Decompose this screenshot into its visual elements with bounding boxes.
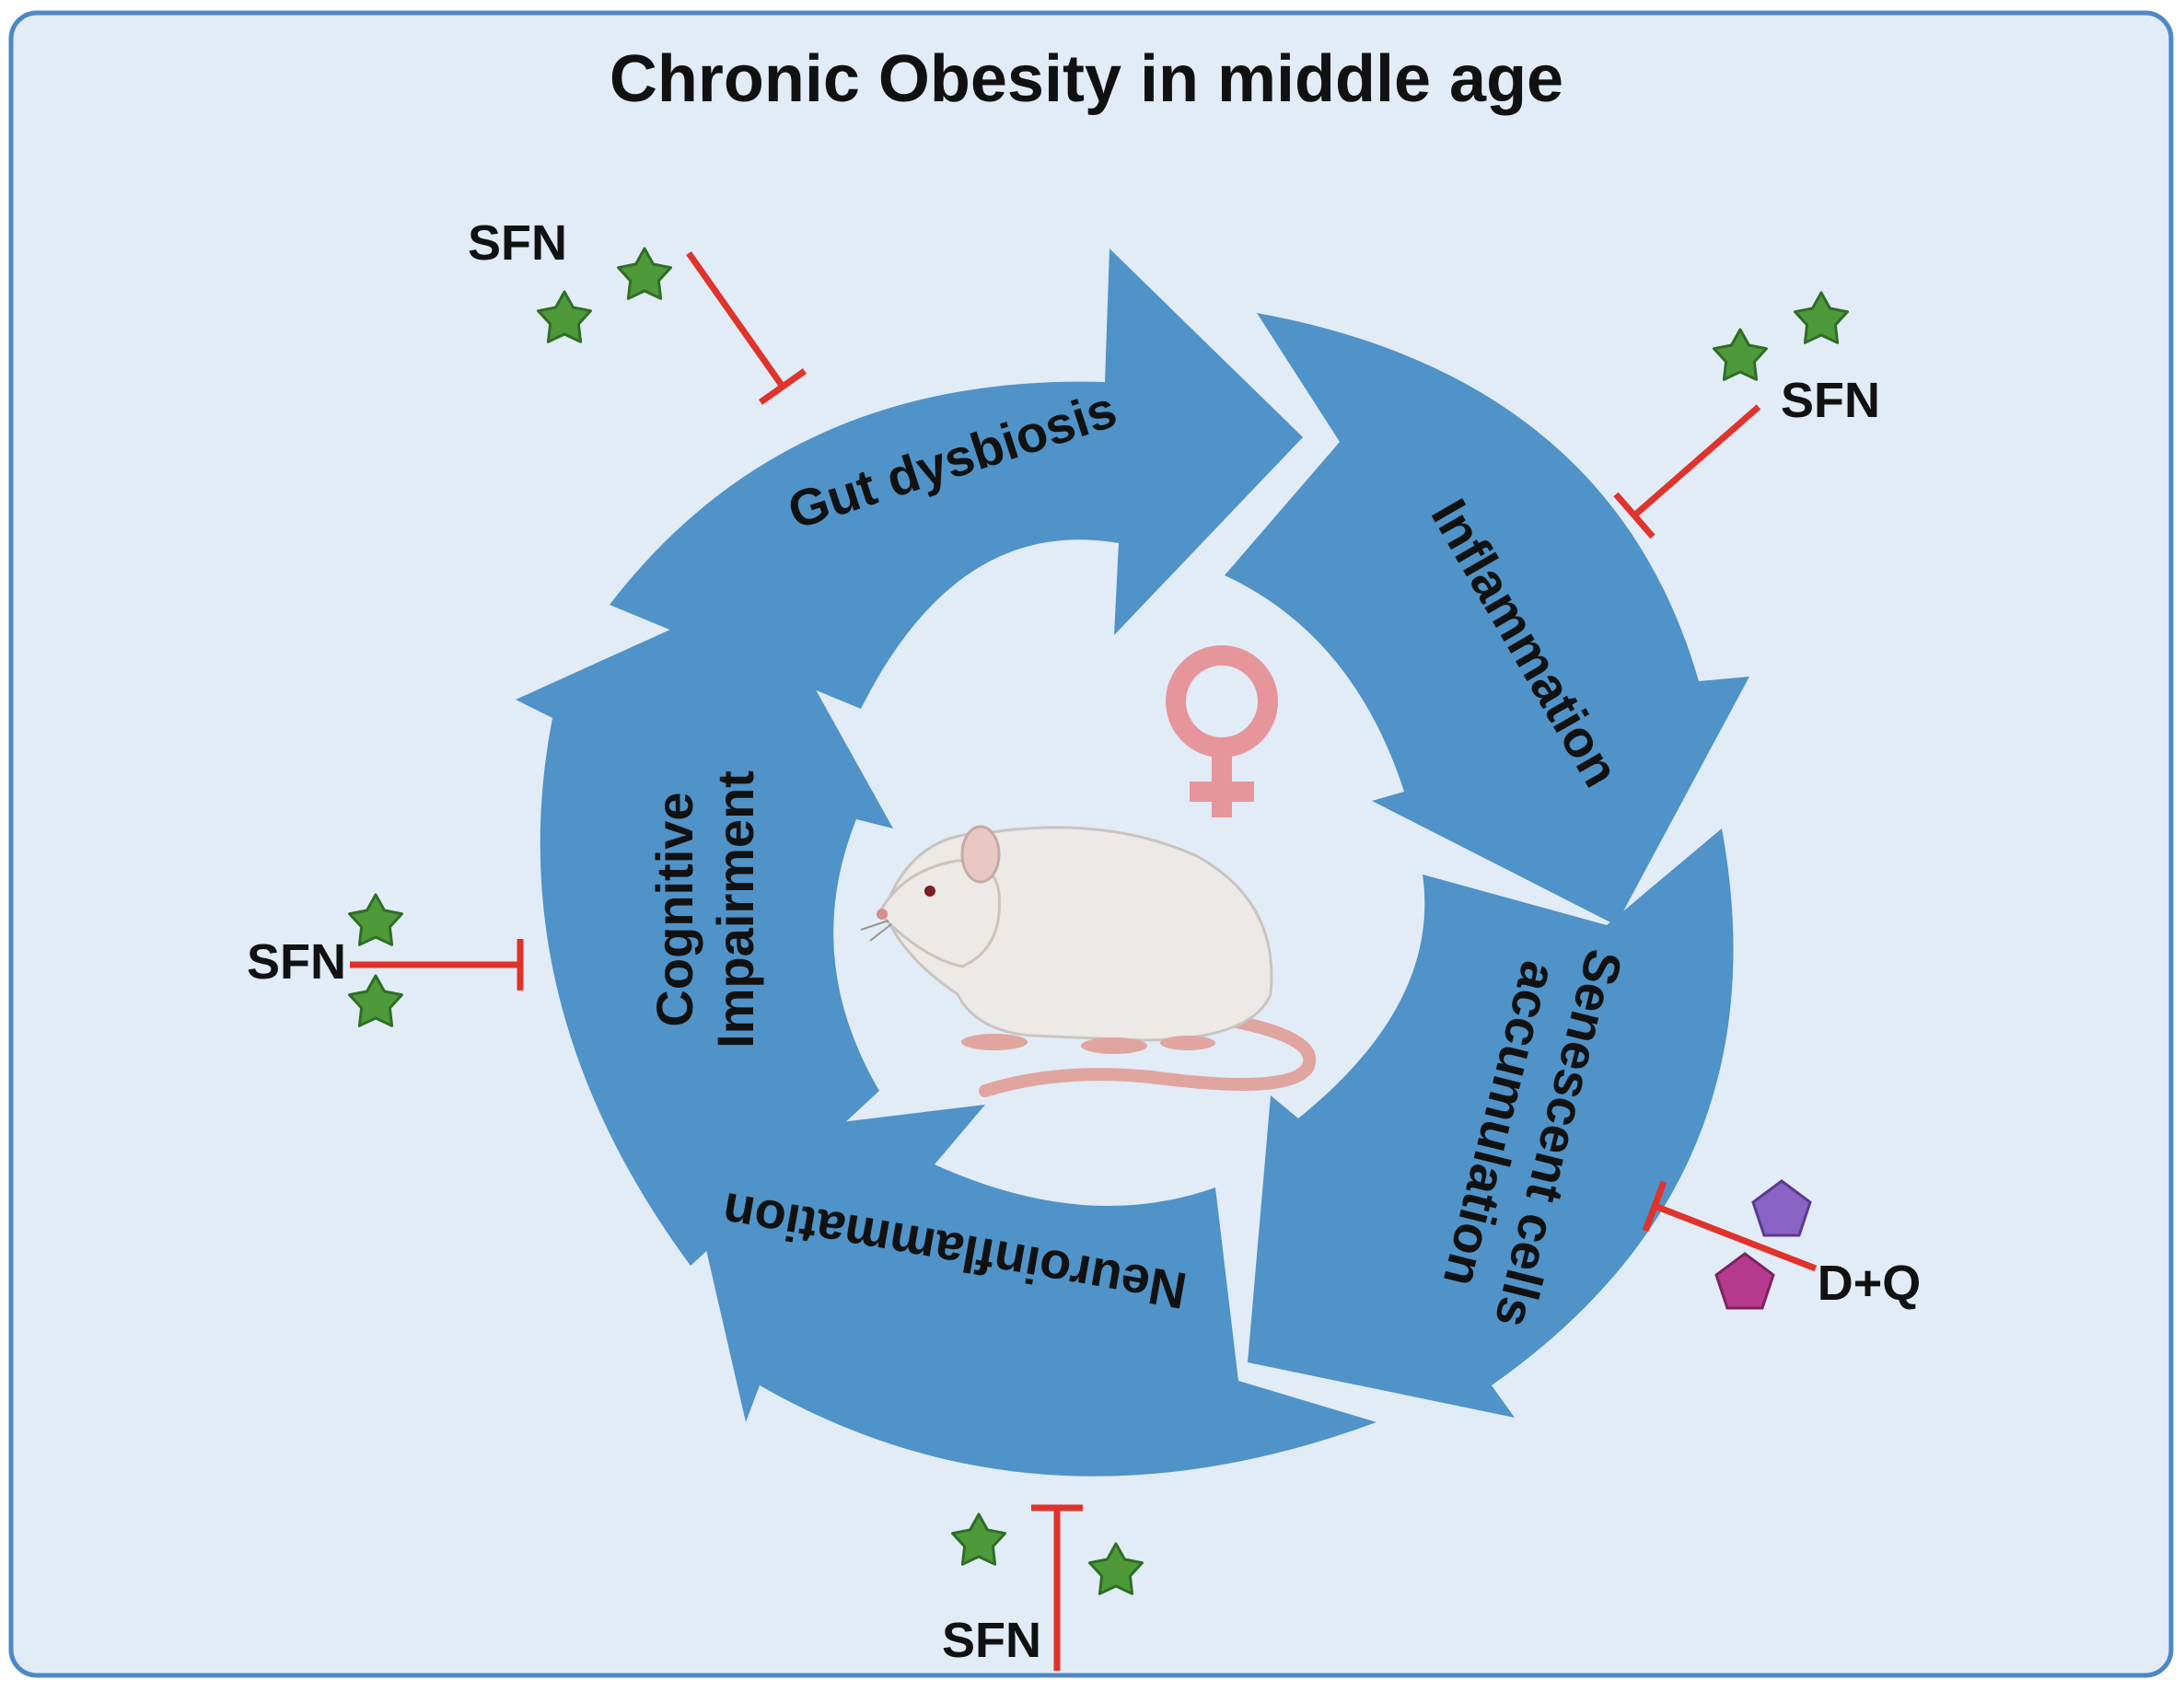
sfn-label: SFN bbox=[247, 934, 346, 990]
arrow-gut-dysbiosis bbox=[610, 249, 1303, 709]
sfn-label: SFN bbox=[1781, 373, 1880, 428]
page-title: Chronic Obesity in middle age bbox=[610, 42, 1563, 116]
sfn-label: SFN bbox=[468, 215, 567, 271]
inhibition-bar-icon bbox=[350, 939, 524, 990]
dq-label: D+Q bbox=[1818, 1256, 1922, 1311]
dq-inhibitor-right: D+Q bbox=[1642, 1179, 1922, 1311]
stage-label-cognitive-line1: Cognitive bbox=[645, 792, 703, 1026]
arrow-senescent-cells bbox=[1248, 828, 1734, 1418]
dq-pentagon-magenta-icon bbox=[1714, 1252, 1775, 1310]
female-symbol-icon bbox=[1166, 645, 1278, 817]
inhibition-bar-icon bbox=[686, 250, 807, 405]
mouse-icon bbox=[860, 825, 1317, 1097]
inhibition-bar-icon bbox=[1613, 404, 1761, 539]
arrow-neuroinflammation bbox=[681, 1105, 1377, 1477]
arrow-cognitive-impairment bbox=[516, 589, 893, 1266]
dq-pentagon-purple-icon bbox=[1751, 1179, 1812, 1237]
sfn-inhibitor-top-right: SFN bbox=[1613, 291, 1880, 539]
sfn-inhibitor-left: SFN bbox=[247, 893, 524, 1027]
sfn-inhibitor-bottom: SFN bbox=[942, 1504, 1144, 1671]
stage-label-cognitive: Cognitive Impairment bbox=[645, 770, 764, 1048]
cycle-ring bbox=[516, 249, 1749, 1477]
arrow-inflammation bbox=[1225, 313, 1749, 925]
inhibition-bar-icon bbox=[1031, 1504, 1083, 1671]
sfn-inhibitor-top-left: SFN bbox=[468, 215, 807, 405]
inhibition-bar-icon bbox=[1642, 1180, 1818, 1272]
stage-label-cognitive-line2: Impairment bbox=[706, 770, 764, 1048]
sfn-label: SFN bbox=[942, 1613, 1041, 1668]
